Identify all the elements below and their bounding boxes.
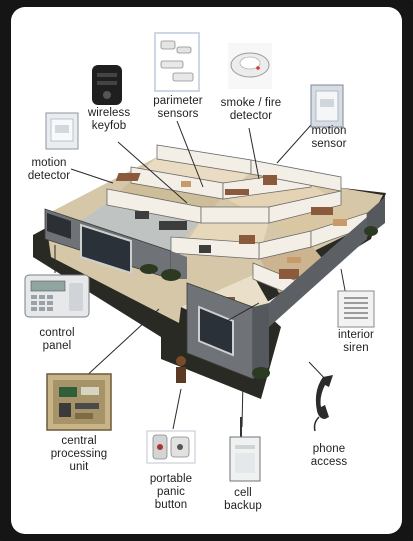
label-smoke-fire-detector: smoke / fire detector bbox=[220, 97, 282, 122]
label-portable-panic-button: portable panic button bbox=[149, 473, 193, 511]
label-central-processing-unit: central processing unit bbox=[50, 435, 108, 473]
wireless-keyfob-icon bbox=[92, 65, 122, 105]
diagram-artwork bbox=[24, 32, 386, 482]
perimeter-sensors-icon bbox=[154, 32, 200, 92]
smoke-detector-icon bbox=[228, 43, 272, 89]
label-motion-sensor: motion sensor bbox=[311, 125, 347, 150]
label-phone-access: phone access bbox=[310, 443, 348, 468]
motion-detector-icon bbox=[45, 112, 79, 150]
label-wireless-keyfob: wireless keyfob bbox=[87, 107, 131, 132]
control-panel-icon bbox=[24, 274, 90, 318]
circuit-board-icon bbox=[46, 373, 112, 431]
label-interior-siren: interior siren bbox=[338, 329, 374, 354]
label-control-panel: control panel bbox=[39, 327, 75, 352]
house-cutaway bbox=[33, 144, 386, 399]
label-cell-backup: cell backup bbox=[224, 487, 262, 512]
label-motion-detector: motion detector bbox=[27, 157, 71, 182]
label-perimeter-sensors: parimeter sensors bbox=[153, 95, 203, 120]
pointer-lines bbox=[54, 120, 348, 430]
interior-siren-icon bbox=[337, 290, 375, 328]
person-figure bbox=[176, 356, 186, 383]
motion-sensor-icon bbox=[310, 84, 344, 128]
phone-handset-icon bbox=[313, 375, 333, 432]
panic-button-icon bbox=[146, 430, 196, 464]
cell-backup-icon bbox=[229, 417, 261, 482]
diagram-panel: wireless keyfob parimeter sensors smoke … bbox=[11, 7, 402, 534]
